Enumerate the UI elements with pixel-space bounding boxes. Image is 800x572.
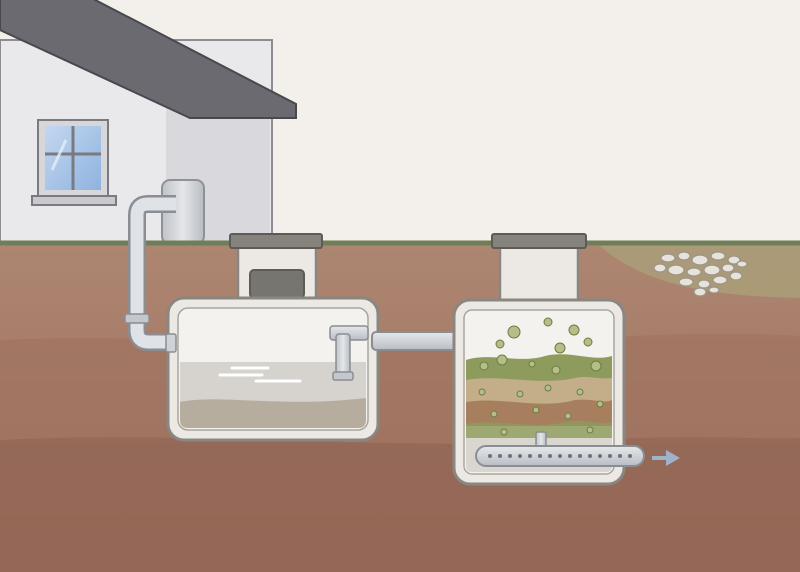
- filter-particles: [478, 317, 604, 436]
- sludge-layer: [180, 398, 366, 428]
- pipe-hole: [578, 454, 582, 458]
- filter-particle: [507, 325, 521, 339]
- filter-particle: [544, 384, 552, 392]
- window-sill: [31, 195, 117, 206]
- pipe-hole: [498, 454, 502, 458]
- gravel-stone: [721, 263, 735, 273]
- pipe-hole: [528, 454, 532, 458]
- gravel-stone: [653, 263, 667, 273]
- arrow-right-icon: [652, 450, 680, 466]
- filter-particle: [576, 388, 584, 396]
- gravel-stone: [710, 251, 726, 261]
- water-ripples: [218, 366, 302, 383]
- house-drain-pipe: [124, 195, 176, 351]
- filter-particle: [479, 361, 489, 371]
- gravel-stone: [677, 251, 691, 261]
- filter-particle: [495, 339, 505, 349]
- outlet-tee-baffle: [329, 325, 369, 381]
- pipe-perforations: [488, 454, 632, 458]
- deep-soil-band: [0, 437, 800, 572]
- filter-particle: [490, 410, 498, 418]
- filter-particle: [543, 317, 553, 327]
- filter-particle: [564, 412, 572, 420]
- house-window: [31, 119, 117, 206]
- gravel-layer: [466, 399, 612, 426]
- pipe-hole: [618, 454, 622, 458]
- septic-riser-opening: [249, 269, 305, 299]
- lower-biofilm-layer: [466, 420, 612, 440]
- filter-riser-lid: [491, 233, 587, 249]
- gravel-stone: [660, 253, 676, 263]
- pipe-hole: [568, 454, 572, 458]
- gravel-stone: [703, 264, 721, 276]
- gravel-stone: [667, 264, 685, 276]
- filter-particle: [496, 354, 508, 366]
- gravel-stone: [712, 275, 728, 285]
- gravel-stone: [736, 260, 748, 268]
- septic-riser-lid: [229, 233, 323, 249]
- filter-particle: [478, 388, 486, 396]
- gravel-drainage-field: [653, 251, 748, 297]
- filter-particle: [551, 365, 561, 375]
- gravel-stone: [678, 277, 694, 287]
- filter-particle: [568, 324, 580, 336]
- gravel-stone: [693, 287, 707, 297]
- pipe-hole: [628, 454, 632, 458]
- filter-particle: [528, 360, 536, 368]
- gravel-stone: [697, 279, 711, 289]
- pipe-hole: [598, 454, 602, 458]
- filter-particle: [554, 342, 566, 354]
- gravel-stone: [708, 286, 720, 294]
- pipe-hole: [588, 454, 592, 458]
- pipe-hole: [518, 454, 522, 458]
- pipe-hole: [538, 454, 542, 458]
- pipe-hole: [508, 454, 512, 458]
- filter-particle: [590, 360, 602, 372]
- sand-layer: [466, 377, 612, 404]
- septic-tank: [165, 233, 380, 442]
- house: [0, 0, 297, 245]
- filter-particle: [532, 406, 540, 414]
- pipe-hole: [548, 454, 552, 458]
- pipe-hole: [488, 454, 492, 458]
- filter-particle: [583, 337, 593, 347]
- gravel-stone: [691, 254, 709, 266]
- pipe-hole: [608, 454, 612, 458]
- gravel-stone: [727, 255, 741, 265]
- filter-particle: [500, 428, 508, 436]
- filter-tank: [452, 233, 645, 486]
- pipe-coupling: [124, 313, 150, 324]
- filter-particle: [586, 426, 594, 434]
- perforated-distribution-pipe: [475, 431, 645, 467]
- inlet-fitting: [165, 333, 177, 353]
- gravel-stone: [729, 271, 743, 281]
- filter-particle: [596, 400, 604, 408]
- filter-tank-access-riser: [498, 242, 580, 304]
- house-roof: [0, 0, 297, 119]
- discharge-arrow: [652, 450, 680, 466]
- pipe-hole: [558, 454, 562, 458]
- gravel-stone: [686, 267, 702, 277]
- filter-particle: [516, 390, 524, 398]
